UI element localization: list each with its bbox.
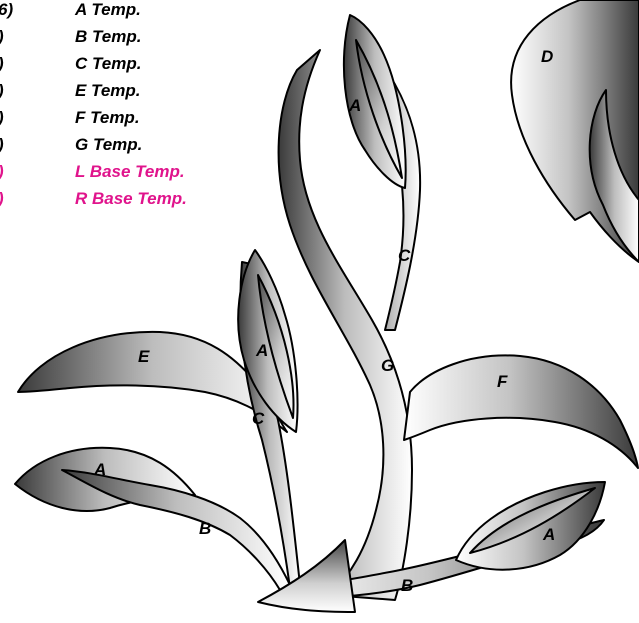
legend-row: ) G Temp. <box>0 135 230 161</box>
legend-number: ) <box>0 162 4 182</box>
label-c-mid: C <box>252 409 265 428</box>
legend-template-name: C Temp. <box>75 54 141 74</box>
label-c-top: C <box>398 246 411 265</box>
legend-row: ) B Temp. <box>0 27 230 53</box>
legend-row: 6) A Temp. <box>0 0 230 26</box>
label-b-left: B <box>199 519 211 538</box>
label-f: F <box>497 372 508 391</box>
label-g: G <box>381 356 394 375</box>
legend-row: ) E Temp. <box>0 81 230 107</box>
label-d: D <box>541 47 553 66</box>
legend-row: ) R Base Temp. <box>0 189 230 215</box>
legend-row: ) F Temp. <box>0 108 230 134</box>
legend-template-name: L Base Temp. <box>75 162 185 182</box>
label-a-mid: A <box>255 341 268 360</box>
legend-template-name: R Base Temp. <box>75 189 187 209</box>
legend-number: ) <box>0 54 4 74</box>
legend-number: 6) <box>0 0 13 20</box>
label-a-right: A <box>542 525 555 544</box>
label-b-right: B <box>401 576 413 595</box>
legend-template-name: A Temp. <box>75 0 141 20</box>
template-legend: 6) A Temp. ) B Temp. ) C Temp. ) E Temp.… <box>0 0 230 250</box>
legend-number: ) <box>0 108 4 128</box>
piece-f <box>404 355 638 468</box>
legend-row: ) C Temp. <box>0 54 230 80</box>
legend-number: ) <box>0 27 4 47</box>
legend-number: ) <box>0 81 4 101</box>
legend-template-name: F Temp. <box>75 108 140 128</box>
label-a-left: A <box>93 460 106 479</box>
label-a-top: A <box>348 96 361 115</box>
legend-number: ) <box>0 135 4 155</box>
legend-template-name: G Temp. <box>75 135 142 155</box>
legend-template-name: B Temp. <box>75 27 141 47</box>
label-e: E <box>138 347 150 366</box>
legend-number: ) <box>0 189 4 209</box>
legend-template-name: E Temp. <box>75 81 141 101</box>
legend-row: ) L Base Temp. <box>0 162 230 188</box>
